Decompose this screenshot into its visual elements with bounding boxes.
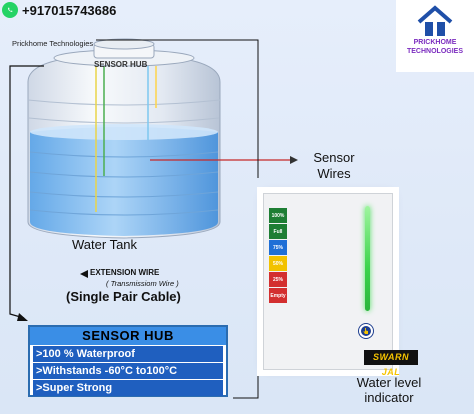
water-tank-caption: Water Tank — [72, 237, 138, 252]
touch-button[interactable] — [359, 324, 373, 338]
scale-segment — [269, 208, 287, 223]
level-led-bar — [365, 206, 370, 311]
scale-label: 25% — [272, 277, 283, 283]
sensor-hub-title: SENSOR HUB — [30, 327, 226, 345]
hub-feature-strong: >Super Strong — [33, 380, 223, 396]
scale-label: 50% — [272, 261, 283, 267]
brand-plate: SWARN JAL — [364, 350, 418, 377]
scale-label: 75% — [272, 245, 283, 251]
logo-text-1: PRICKHOME — [413, 39, 457, 46]
phone-header: +917015743686 — [0, 0, 160, 20]
scale-segment — [269, 240, 287, 255]
scale-label: Full — [273, 229, 283, 235]
sensor-probes — [95, 66, 157, 212]
phone-number[interactable]: +917015743686 — [22, 2, 117, 18]
indicator-line2: indicator — [364, 390, 414, 405]
company-logo: PRICKHOME TECHNOLOGIES — [396, 0, 474, 72]
logo-text-2: TECHNOLOGIES — [406, 48, 463, 55]
sensor-hub-card: SENSOR HUB >100 % Waterproof >Withstands… — [28, 325, 228, 397]
extension-wire-label: EXTENSION WIRE — [90, 268, 160, 277]
scale-label: 100% — [271, 213, 285, 219]
scale-segment — [269, 272, 287, 287]
sensor-wires-line1: Sensor — [313, 150, 355, 165]
sensor-wires-line2: Wires — [317, 166, 351, 181]
hub-feature-temperature: >Withstands -60°C to100°C — [33, 363, 223, 379]
extension-wire — [9, 65, 44, 321]
transmission-wire-label: ( Transmissiom Wire ) — [106, 279, 179, 288]
extension-arrow — [80, 270, 88, 278]
water-level-indicator-device: 100% Full 75% 50% 25% Empty SWARN JAL — [263, 193, 418, 377]
whatsapp-icon — [2, 2, 18, 18]
sensor-wires-arrow — [150, 156, 298, 164]
indicator-line1: Water level — [356, 375, 422, 390]
hand-touch-icon — [363, 328, 368, 334]
single-pair-label: (Single Pair Cable) — [66, 289, 181, 304]
house-logo-icon — [417, 5, 453, 36]
tank-top-label: SENSOR HUB — [94, 60, 148, 69]
scale-segment — [269, 288, 287, 303]
hub-feature-waterproof: >100 % Waterproof — [33, 346, 223, 362]
scale-segment — [269, 224, 287, 239]
scale-label: Empty — [270, 293, 286, 299]
scale-segment — [269, 256, 287, 271]
level-scale: 100% Full 75% 50% 25% Empty — [269, 208, 287, 304]
sensor-wires-label: Sensor Wires — [308, 150, 360, 182]
indicator-caption: Water level indicator — [330, 375, 448, 405]
transmission-wire — [96, 39, 259, 399]
water-tank — [27, 38, 221, 239]
brand-caption: Prickhome Technologies — [12, 39, 94, 48]
